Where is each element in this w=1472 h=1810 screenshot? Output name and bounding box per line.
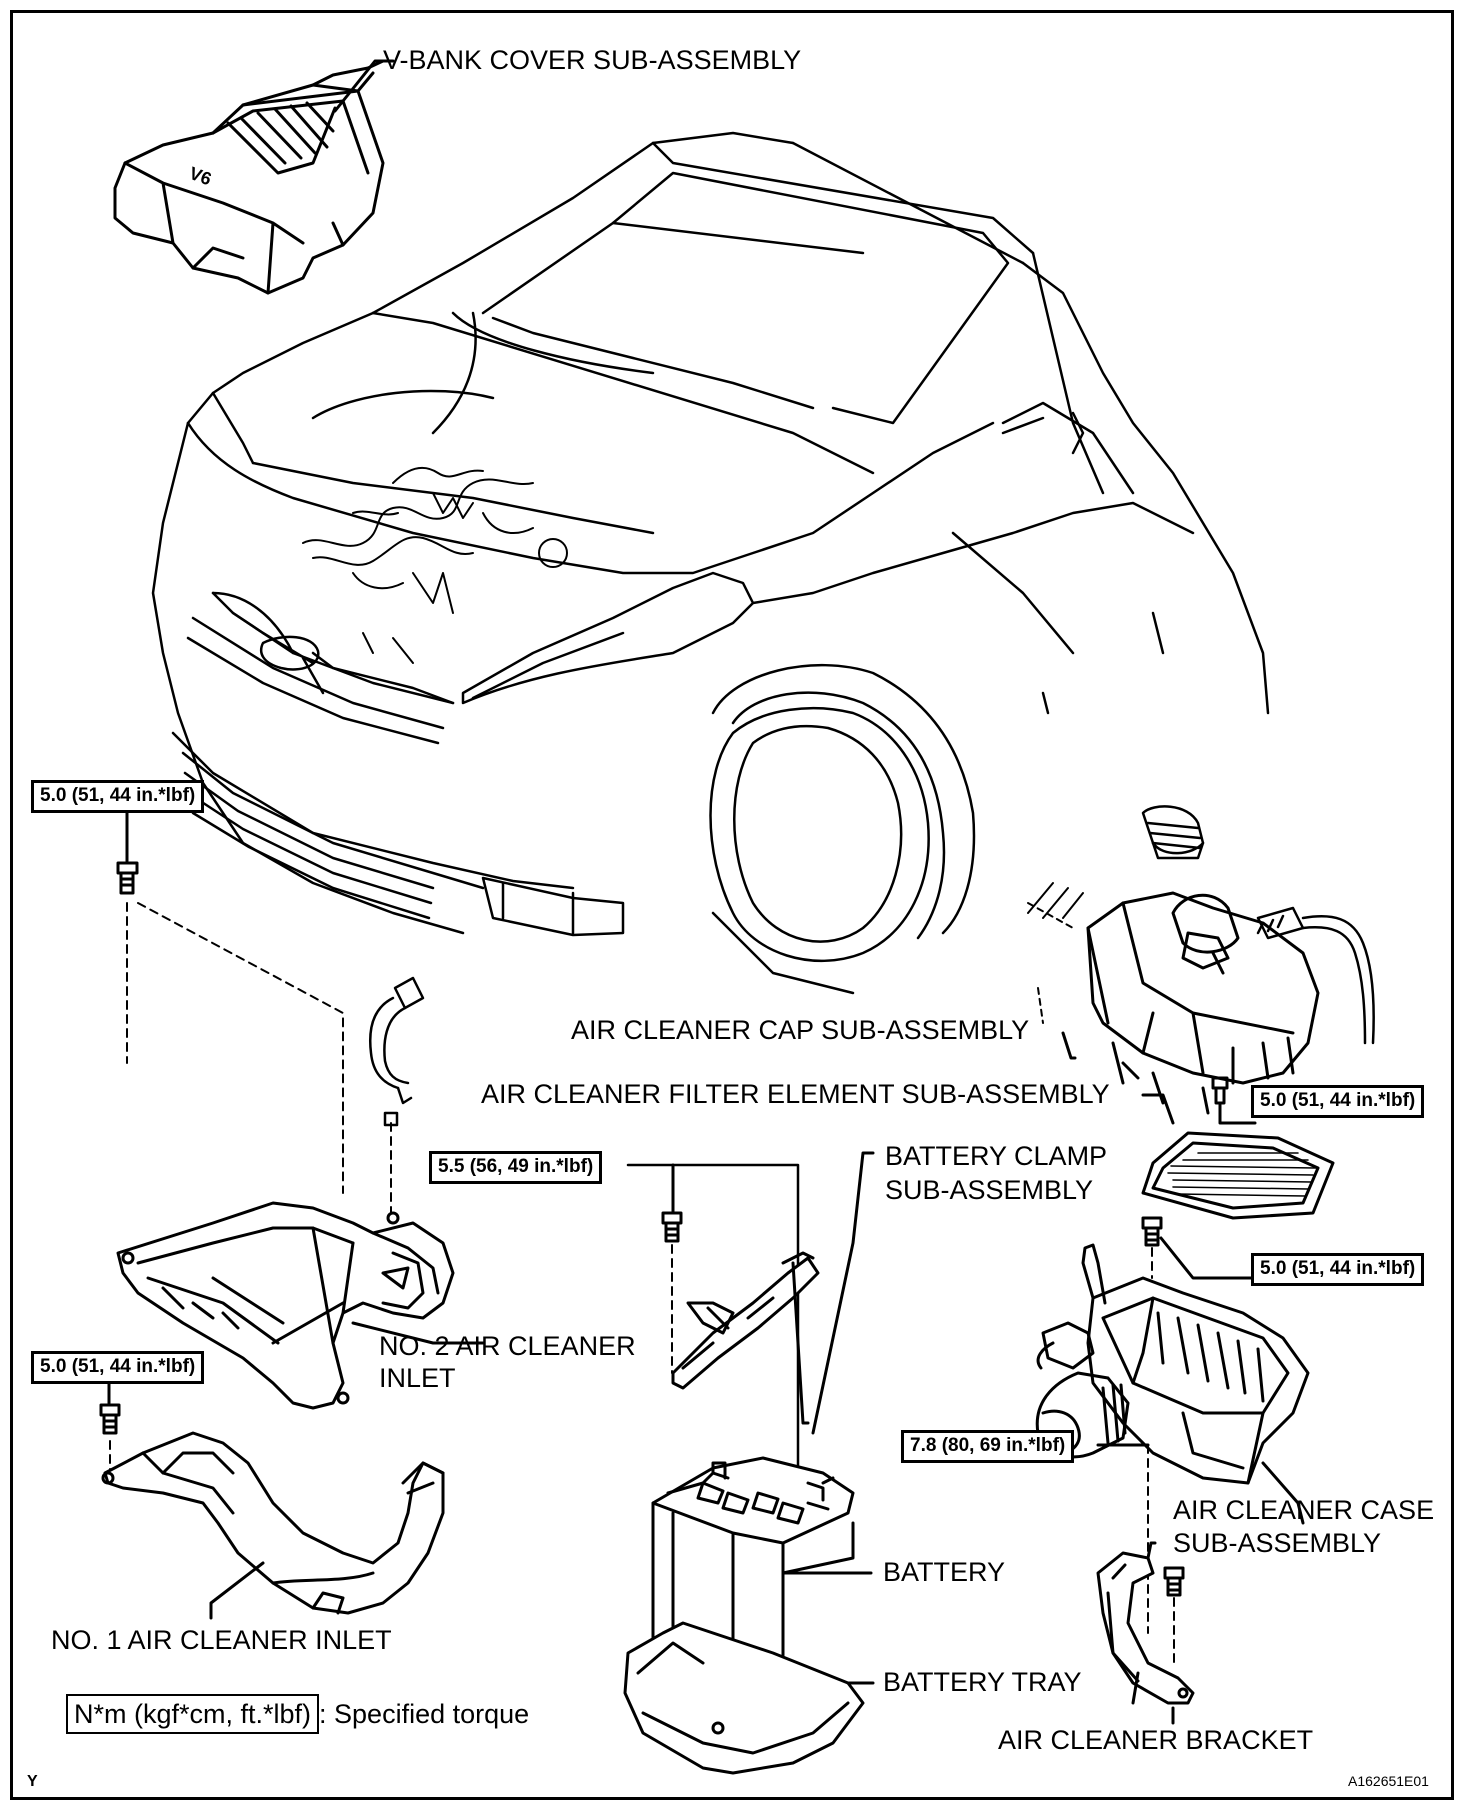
label-no1-inlet: NO. 1 AIR CLEANER INLET [51,1625,392,1655]
vehicle-drawing [151,131,1270,995]
footer-left: Y [27,1773,38,1790]
bracket-bolt [1163,1566,1185,1664]
footer-figure-id: A162651E01 [1348,1773,1429,1789]
torque-cap: 5.0 (51, 44 in.*lbf) [1251,1085,1425,1118]
no2-air-cleaner-inlet-drawing [116,1201,455,1410]
bolt-cap [1211,1076,1229,1105]
battery-tray-drawing [623,1621,865,1775]
exploded-view-illustration: V6 [99,59,1375,1775]
no1-air-cleaner-inlet-drawing [101,1431,445,1615]
legend-text: : Specified torque [319,1699,530,1729]
label-battery: BATTERY [883,1557,1006,1587]
air-duct-hose-drawing [1141,805,1205,860]
legend: N*m (kgf*cm, ft.*lbf): Specified torque [66,1694,530,1734]
label-battery-clamp-1: BATTERY CLAMP [885,1141,1108,1171]
air-cleaner-case-drawing [1035,1243,1310,1485]
air-cleaner-bracket-drawing [1096,1541,1195,1705]
torque-case: 5.0 (51, 44 in.*lbf) [1251,1253,1425,1286]
label-filter-element: AIR CLEANER FILTER ELEMENT SUB-ASSEMBLY [481,1079,1110,1109]
torque-clamp: 5.5 (56, 49 in.*lbf) [429,1151,603,1184]
label-air-cleaner-case-2: SUB-ASSEMBLY [1173,1528,1382,1558]
air-cleaner-cap-drawing [1086,891,1320,1115]
label-vbank-cover: V-BANK COVER SUB-ASSEMBLY [383,45,802,75]
bolt-clamp [661,1211,683,1374]
torque-left-mid: 5.0 (51, 44 in.*lbf) [31,1351,205,1384]
label-no2-inlet-2: INLET [379,1363,456,1393]
harness-connector-left [369,976,425,1214]
label-battery-tray: BATTERY TRAY [883,1667,1082,1697]
sensor-connector-drawing [1256,906,1375,1045]
label-battery-clamp-2: SUB-ASSEMBLY [885,1175,1094,1205]
vbank-cover-drawing [113,59,385,295]
label-no2-inlet-1: NO. 2 AIR CLEANER [379,1331,636,1361]
torque-bracket: 7.8 (80, 69 in.*lbf) [901,1430,1075,1463]
label-air-cleaner-case-1: AIR CLEANER CASE [1173,1495,1435,1525]
bolt-left-top [116,861,139,1064]
filter-element-drawing [1141,1131,1335,1220]
diagram-frame: V6 [10,10,1454,1800]
torque-left-top: 5.0 (51, 44 in.*lbf) [31,780,205,813]
bolt-left-mid [99,1403,121,1474]
bolt-case [1141,1216,1163,1279]
battery-clamp-drawing [671,1251,820,1425]
label-air-cleaner-cap: AIR CLEANER CAP SUB-ASSEMBLY [571,1015,1030,1045]
label-air-cleaner-bracket: AIR CLEANER BRACKET [998,1725,1314,1755]
legend-unit: N*m (kgf*cm, ft.*lbf) [66,1694,320,1734]
